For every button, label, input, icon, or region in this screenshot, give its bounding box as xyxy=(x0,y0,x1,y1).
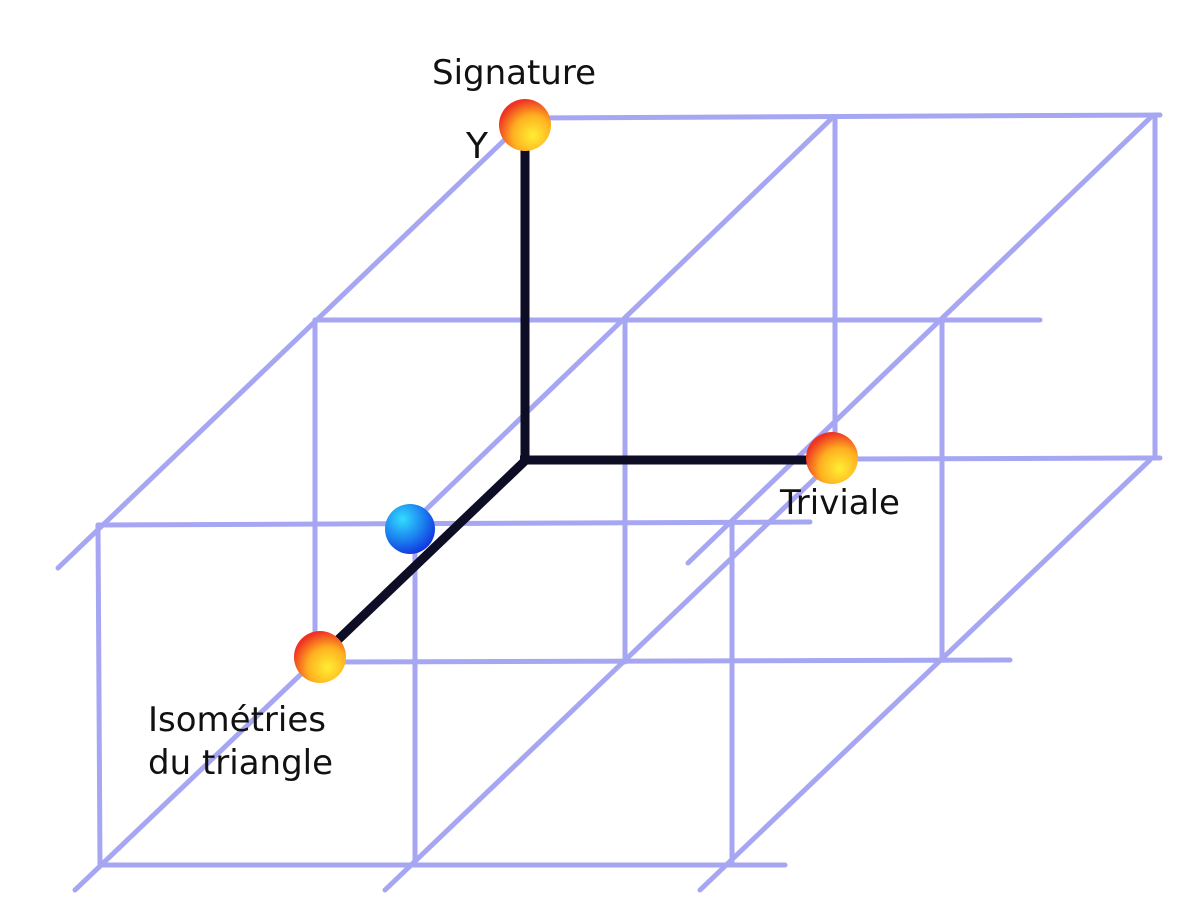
signature-node xyxy=(499,99,551,151)
triviale-label: Triviale xyxy=(779,483,900,523)
triviale-node xyxy=(806,432,858,484)
signature-label: Signature xyxy=(432,53,596,93)
isometries-label-line2: du triangle xyxy=(148,743,333,783)
grid-line xyxy=(527,112,1163,121)
axes xyxy=(316,128,832,661)
grid-line xyxy=(382,459,835,893)
intermediate-node xyxy=(385,504,435,554)
z-axis-line xyxy=(316,454,532,661)
grid-line xyxy=(697,457,1153,893)
isometries-node xyxy=(294,631,346,683)
y-axis-label: Y xyxy=(465,126,489,167)
grid-line xyxy=(95,522,103,868)
grid-line xyxy=(55,122,523,571)
grid-line xyxy=(407,117,833,528)
grid-line xyxy=(327,657,1013,665)
grid-line xyxy=(685,115,1153,566)
lattice-grid xyxy=(55,112,1163,893)
isometries-label-line1: Isométries xyxy=(148,700,326,740)
